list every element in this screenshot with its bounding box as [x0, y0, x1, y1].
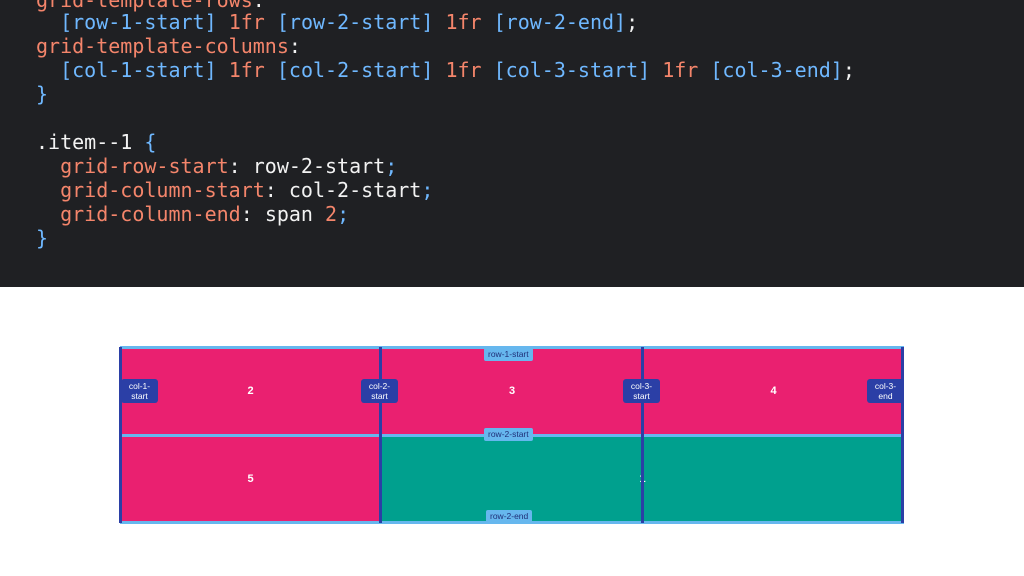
code-value: 1fr: [662, 58, 699, 82]
code-punctuation: ;: [337, 202, 350, 226]
code-punctuation: :: [264, 178, 277, 202]
code-value: span: [264, 202, 313, 226]
grid-item-5: 5: [120, 435, 381, 523]
column-line-label: col-1-start: [121, 379, 158, 403]
grid-visualization: 2 3 4 5 1 col-1-start col-2-start col-3-…: [119, 346, 904, 524]
code-number: 2: [325, 202, 338, 226]
code-brace: }: [36, 82, 49, 106]
code-punctuation: :: [240, 202, 253, 226]
code-property: grid-template-rows: [36, 0, 253, 12]
code-brace: {: [144, 130, 157, 154]
code-line-name: [row-2-start]: [276, 10, 434, 34]
grid-item-label: 2: [247, 385, 254, 397]
code-punctuation: :: [228, 154, 241, 178]
code-editor-panel: grid-template-rows: [row-1-start] 1fr [r…: [0, 0, 1024, 287]
code-line-name: [col-1-start]: [60, 58, 217, 82]
grid-item-label: 4: [770, 385, 777, 397]
grid-item-2: 2: [120, 347, 381, 435]
column-line-label: col-3-start: [623, 379, 660, 403]
code-line-grid-template-rows: grid-template-rows:: [36, 0, 265, 12]
code-selector: .item--1: [36, 130, 133, 154]
grid-item-3: 3: [381, 347, 643, 435]
code-value: 1fr: [228, 10, 265, 34]
code-line-name: [col-3-end]: [710, 58, 843, 82]
code-property: grid-template-columns: [36, 34, 289, 58]
code-line-close-brace: }: [36, 226, 48, 250]
code-value: row-2-start: [252, 154, 386, 178]
column-line-label: col-2-start: [361, 379, 398, 403]
row-line-label: row-2-start: [484, 428, 533, 441]
code-line-name: [row-2-end]: [493, 10, 627, 34]
column-line-3-start: [641, 347, 644, 523]
code-line-selector: .item--1 {: [36, 130, 156, 154]
code-punctuation: :: [288, 34, 301, 58]
code-line-name: [col-2-start]: [276, 58, 434, 82]
column-line-2-start: [379, 347, 382, 523]
code-line-name: [col-3-start]: [493, 58, 651, 82]
code-line-row-values: [row-1-start] 1fr [row-2-start] 1fr [row…: [36, 10, 638, 34]
code-property: grid-column-start: [60, 178, 265, 202]
code-brace: }: [36, 226, 49, 250]
code-property: grid-row-start: [60, 154, 229, 178]
grid-item-4: 4: [643, 347, 904, 435]
code-punctuation: ;: [385, 154, 398, 178]
code-line-column-values: [col-1-start] 1fr [col-2-start] 1fr [col…: [36, 58, 855, 82]
row-line-label: row-1-start: [484, 348, 533, 361]
code-value: 1fr: [445, 58, 482, 82]
grid-item-label: 5: [247, 473, 254, 485]
grid-item-label: 3: [508, 385, 516, 397]
code-line-close-brace: }: [36, 82, 48, 106]
code-line-grid-template-columns: grid-template-columns:: [36, 34, 301, 58]
row-line-1-start: [120, 346, 904, 349]
code-value: 1fr: [228, 58, 265, 82]
column-line-1-start: [119, 347, 122, 523]
code-value: 1fr: [445, 10, 482, 34]
code-property: grid-column-end: [60, 202, 241, 226]
code-punctuation: ;: [421, 178, 434, 202]
code-punctuation: ;: [626, 10, 639, 34]
code-value: col-2-start: [288, 178, 422, 202]
row-line-label: row-2-end: [486, 510, 533, 523]
column-line-3-end: [901, 347, 904, 523]
code-punctuation: :: [252, 0, 265, 12]
column-line-label: col-3-end: [867, 379, 904, 403]
code-line-grid-row-start: grid-row-start: row-2-start;: [36, 154, 397, 178]
code-punctuation: ;: [842, 58, 855, 82]
code-line-name: [row-1-start]: [60, 10, 217, 34]
code-line-grid-column-end: grid-column-end: span 2;: [36, 202, 349, 226]
code-line-grid-column-start: grid-column-start: col-2-start;: [36, 178, 433, 202]
